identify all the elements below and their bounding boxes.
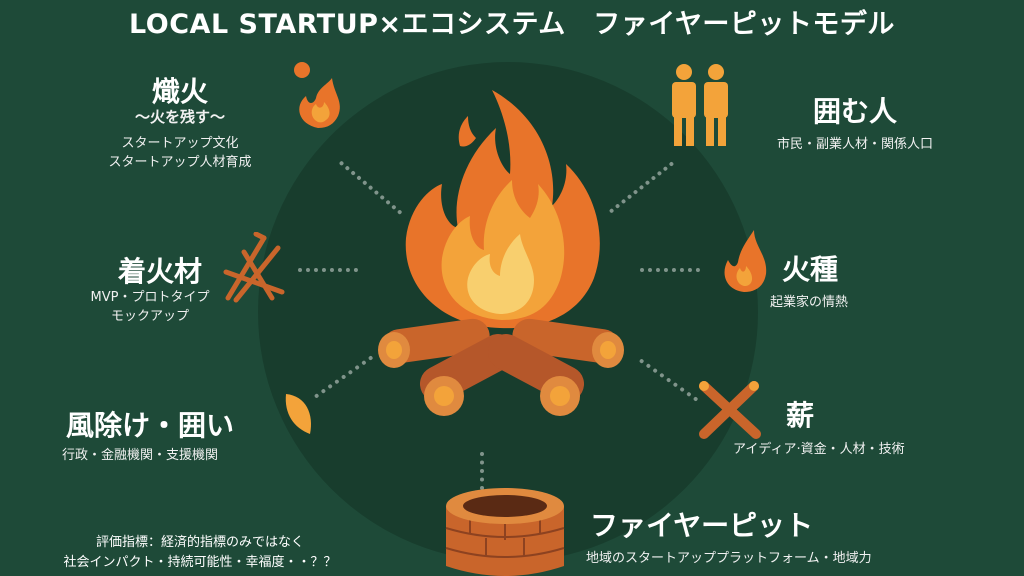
windbreak-heading: 風除け・囲い	[66, 409, 235, 442]
kindling-fire-heading: 熾火	[151, 75, 208, 108]
campfire-icon	[378, 90, 624, 416]
kindling-fire-desc-1: スタートアップ文化	[121, 136, 239, 151]
fire-pit-icon	[445, 488, 565, 576]
kindling-fire-tagline: 〜火を残す〜	[134, 108, 225, 126]
ember-icon	[294, 62, 340, 128]
firepit-desc: 地域のスタートアップ​プラットフォーム・地域力	[586, 551, 872, 566]
firepit-heading: ファイヤーピット	[590, 509, 814, 542]
people-icon	[672, 64, 728, 146]
spark-desc: 起業家の情熱	[770, 295, 849, 310]
firewood-heading: 薪	[786, 399, 815, 432]
evaluation-note-line-2: 社会インパクト・持続可能性・幸福度・・？？	[63, 555, 337, 570]
windbreak-desc: 行政・金融機関・支援機関	[62, 448, 219, 463]
kindling-material-desc-2: モックアップ	[110, 309, 189, 324]
connector-left	[298, 268, 358, 272]
twigs-icon	[223, 232, 285, 303]
people-desc: 市民・副業人材・関係人口	[776, 137, 933, 152]
firewood-desc: アイディア·資金・人材・技術	[733, 442, 905, 457]
evaluation-note: 評価指標：経済的指標のみではなく 社会インパクト・持続可能性・幸福度・・？？	[20, 533, 380, 573]
spark-heading: 火種	[782, 253, 839, 286]
crossed-logs-icon	[699, 381, 761, 439]
connector-right	[640, 268, 700, 272]
kindling-fire-desc-2: スタートアップ人材育成	[108, 155, 252, 170]
leaf-icon	[285, 394, 311, 434]
kindling-material-desc-1: MVP・プロトタイプ	[90, 290, 210, 305]
page-title: LOCAL STARTUP×エコシステム ファイヤーピットモデル	[129, 9, 895, 40]
evaluation-note-line-1: 評価指標：経済的指標のみではなく	[95, 535, 304, 550]
kindling-material-heading: 着火材	[117, 255, 202, 288]
flame-icon	[724, 230, 767, 292]
people-heading: 囲む人	[812, 95, 897, 128]
